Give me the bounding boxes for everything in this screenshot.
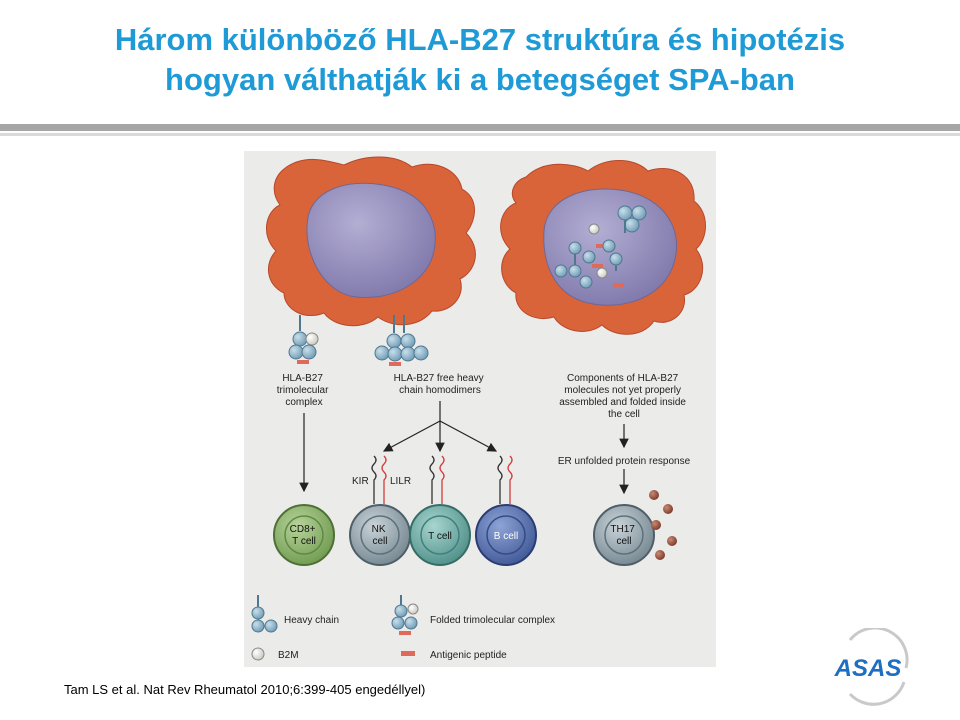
legend-heavy-chain-symbol	[251, 595, 278, 633]
arrows	[299, 401, 629, 495]
receptors	[371, 455, 513, 504]
surface-trimolecular-complex	[288, 315, 319, 364]
svg-text:ASAS: ASAS	[834, 655, 902, 682]
label-homodimers: HLA-B27 free heavy chain homodimers	[394, 373, 487, 396]
legend-peptide-symbol	[401, 651, 415, 656]
title-divider-shadow	[0, 133, 960, 136]
title-line-1: Három különböző HLA-B27 struktúra és hip…	[114, 22, 846, 57]
cd8-t-cell: CD8+ T cell	[273, 504, 335, 566]
legend-b2m: B2M	[278, 650, 299, 661]
legend: Heavy chain B2M Folded trimolecular comp…	[251, 595, 555, 661]
asas-logo: ASAS	[820, 626, 916, 708]
nk-cell: NK cell	[349, 504, 411, 566]
label-er-response: ER unfolded protein response	[558, 456, 691, 467]
label-components: Components of HLA-B27 molecules not yet …	[559, 373, 689, 420]
svg-text:B cell: B cell	[494, 531, 518, 542]
legend-b2m-symbol	[251, 647, 265, 661]
left-cell	[266, 156, 476, 327]
t-cell: T cell	[409, 504, 471, 566]
right-cell	[500, 160, 706, 335]
citation: Tam LS et al. Nat Rev Rheumatol 2010;6:3…	[64, 682, 426, 697]
title-divider	[0, 124, 960, 131]
surface-homodimers	[374, 315, 429, 366]
legend-folded-complex: Folded trimolecular complex	[430, 615, 555, 626]
label-lilr: LILR	[390, 476, 411, 487]
slide-title: Három különböző HLA-B27 struktúra és hip…	[0, 20, 960, 100]
er-heavy-chains	[554, 205, 647, 289]
label-trimolecular: HLA-B27 trimolecular complex	[277, 373, 331, 408]
legend-heavy-chain: Heavy chain	[284, 615, 339, 626]
left-cell-nucleus	[306, 182, 436, 299]
label-kir: KIR	[352, 476, 369, 487]
diagram-svg: HLA-B27 trimolecular complex HLA-B27 fre…	[251, 156, 706, 661]
legend-folded-complex-symbol	[391, 595, 419, 635]
svg-text:T cell: T cell	[428, 531, 452, 542]
th17-cell: TH17 cell	[593, 504, 655, 566]
hla-b27-diagram: HLA-B27 trimolecular complex HLA-B27 fre…	[244, 151, 716, 667]
svg-text:CD8+ T cell: CD8+ T cell	[290, 524, 319, 547]
svg-text:NK cell: NK cell	[372, 524, 389, 547]
svg-text:TH17 cell: TH17 cell	[610, 524, 637, 547]
legend-antigenic-peptide: Antigenic peptide	[430, 650, 507, 661]
title-line-2: hogyan válthatják ki a betegséget SPA-ba…	[165, 62, 795, 97]
cytokine-dots	[649, 490, 677, 560]
b-cell: B cell	[475, 504, 537, 566]
